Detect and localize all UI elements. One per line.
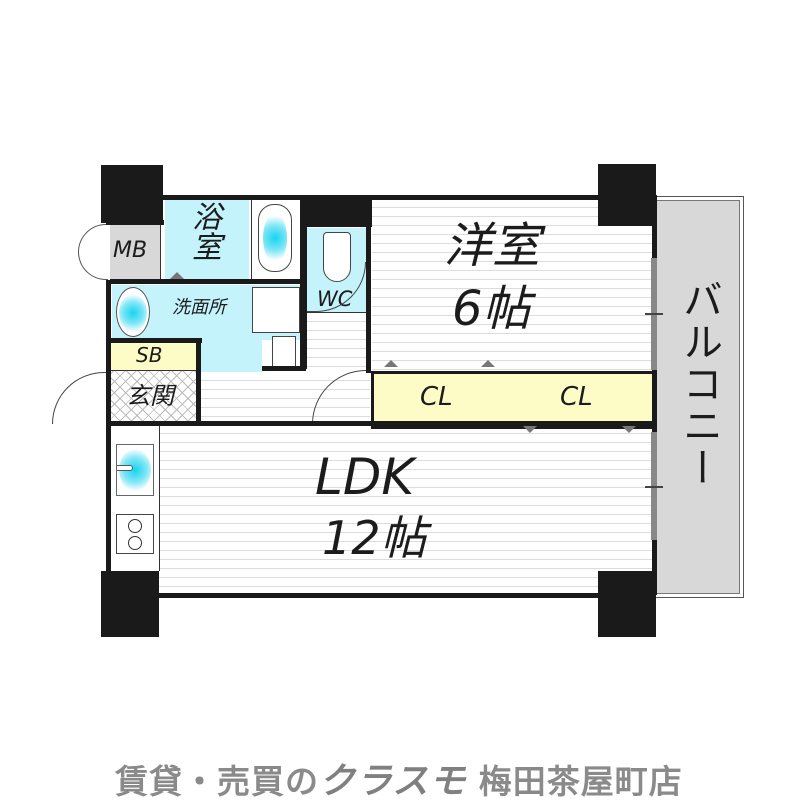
stove-icon (116, 514, 154, 554)
wall-top-bath (160, 195, 372, 200)
footer-prefix: 賃貸・売買の (115, 762, 319, 801)
bathtub-icon (251, 199, 297, 279)
entrance-door[interactable] (52, 372, 110, 424)
wall-mid (106, 421, 656, 426)
wall-western-left (366, 199, 371, 373)
wall-bottom (158, 593, 608, 598)
closet-1-label: CL (420, 382, 453, 412)
wall-wc-left (300, 199, 307, 369)
washbasin-icon (116, 287, 150, 337)
wall-bath-wash (110, 279, 306, 284)
balcony: バルコニー (652, 196, 744, 598)
closet-1 (371, 371, 515, 429)
kitchen-sink (116, 444, 154, 496)
pillar-bottom-left (101, 571, 159, 637)
pillar-wc-top (300, 195, 372, 227)
western-room-size: 6帖 (452, 281, 531, 337)
footer-brand: クラスモ (319, 761, 467, 802)
wall-sb-right (196, 338, 201, 424)
shoe-box (110, 342, 198, 371)
wall-sb-top (106, 338, 202, 343)
bath-room (165, 199, 249, 279)
entrance (110, 371, 198, 423)
western-room-label: 洋室 (444, 218, 541, 274)
washing-machine-space (252, 287, 300, 333)
hallway-upper (305, 313, 370, 373)
pillar-bottom-right (598, 571, 656, 637)
floor-plan: バルコニー LDK 12帖 洋室 6帖 CL CL WC 浴室 MB (52, 164, 744, 637)
pillar-top-right (598, 164, 656, 226)
mb-label: MB (113, 238, 148, 263)
sb-label: SB (136, 343, 163, 367)
washroom-lower (200, 338, 262, 372)
wall-wash-bottom (262, 366, 306, 371)
mb-door[interactable] (78, 224, 108, 280)
bath-label: 浴室 (186, 201, 221, 261)
footer-banner: 賃貸・売買のクラスモ 梅田茶屋町店 (115, 752, 683, 804)
storage-shelf (272, 336, 296, 368)
wall-right (652, 195, 657, 595)
pillar-top-left (101, 165, 163, 223)
closet-2-label: CL (560, 382, 593, 412)
ldk-label: LDK (315, 448, 415, 506)
washroom-label: 洗面所 (172, 297, 226, 318)
mb-room (110, 224, 161, 280)
wall-top-western (372, 195, 602, 200)
ldk-room (158, 425, 656, 595)
wall-left (106, 280, 111, 575)
footer-branch: 梅田茶屋町店 (478, 762, 683, 801)
western-room (372, 199, 654, 371)
balcony-label: バルコニー (676, 279, 722, 489)
ldk-size: 12帖 (322, 511, 427, 565)
entrance-label: 玄関 (126, 382, 174, 410)
